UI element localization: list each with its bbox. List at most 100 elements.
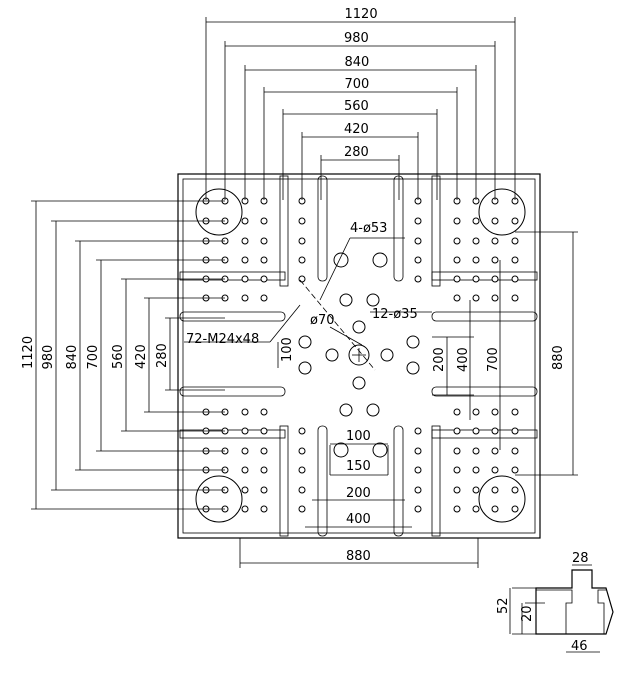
label-center-hole: ø70 bbox=[310, 313, 335, 328]
threaded-hole bbox=[241, 408, 249, 416]
dim-left-label: 700 bbox=[86, 345, 101, 370]
threaded-hole bbox=[298, 486, 306, 494]
threaded-hole bbox=[260, 505, 268, 513]
threaded-hole bbox=[414, 505, 422, 513]
threaded-hole bbox=[491, 447, 499, 455]
threaded-hole bbox=[453, 275, 461, 283]
threaded-hole bbox=[472, 256, 480, 264]
threaded-hole bbox=[260, 427, 268, 435]
section-top-width: 28 bbox=[572, 551, 589, 566]
threaded-hole bbox=[298, 505, 306, 513]
dim-left-label: 420 bbox=[134, 344, 149, 369]
threaded-hole bbox=[241, 505, 249, 513]
threaded-hole bbox=[511, 427, 519, 435]
threaded-hole bbox=[491, 427, 499, 435]
label-tie-bar-holes: 4-ø53 bbox=[350, 221, 387, 236]
label-ejector-holes: 12-ø35 bbox=[372, 307, 418, 322]
threaded-hole bbox=[260, 237, 268, 245]
threaded-hole bbox=[298, 447, 306, 455]
threaded-hole bbox=[472, 217, 480, 225]
threaded-hole bbox=[453, 505, 461, 513]
dim-bottom-880: 880 bbox=[346, 549, 371, 564]
threaded-hole bbox=[298, 256, 306, 264]
threaded-hole bbox=[491, 256, 499, 264]
threaded-hole bbox=[241, 237, 249, 245]
threaded-hole bbox=[472, 466, 480, 474]
threaded-hole bbox=[453, 408, 461, 416]
threaded-hole bbox=[472, 486, 480, 494]
threaded-hole bbox=[241, 486, 249, 494]
t-slots bbox=[179, 175, 538, 537]
threaded-hole bbox=[260, 256, 268, 264]
threaded-hole bbox=[511, 447, 519, 455]
threaded-hole bbox=[511, 294, 519, 302]
threaded-hole bbox=[453, 466, 461, 474]
dim-top-label: 980 bbox=[344, 31, 369, 46]
dim-bottom-100: 100 bbox=[346, 429, 371, 444]
section-total-depth: 52 bbox=[496, 597, 511, 614]
threaded-hole bbox=[491, 217, 499, 225]
center-hole bbox=[299, 279, 376, 371]
threaded-hole bbox=[511, 408, 519, 416]
threaded-hole bbox=[453, 237, 461, 245]
dim-left-label: 280 bbox=[155, 343, 170, 368]
threaded-hole bbox=[298, 466, 306, 474]
threaded-hole bbox=[453, 217, 461, 225]
dim-right-400: 400 bbox=[456, 347, 471, 372]
threaded-hole bbox=[241, 447, 249, 455]
threaded-hole bbox=[511, 237, 519, 245]
threaded-hole bbox=[453, 256, 461, 264]
tie-bar-hole bbox=[478, 188, 526, 236]
threaded-hole bbox=[241, 217, 249, 225]
dim-top-label: 1120 bbox=[345, 7, 378, 22]
dim-top-label: 840 bbox=[345, 55, 370, 70]
threaded-hole bbox=[260, 294, 268, 302]
threaded-hole bbox=[511, 466, 519, 474]
dim-top-label: 560 bbox=[344, 99, 369, 114]
tie-bar-hole bbox=[195, 475, 243, 523]
threaded-hole bbox=[472, 408, 480, 416]
threaded-hole bbox=[472, 294, 480, 302]
dimension-labels: 4-ø53 12-ø35 ø70 72-M24x48 880 200 400 7… bbox=[186, 221, 566, 564]
platen-outline bbox=[177, 173, 541, 539]
label-threaded-holes: 72-M24x48 bbox=[186, 332, 259, 347]
threaded-hole bbox=[414, 486, 422, 494]
dim-right-700: 700 bbox=[486, 347, 501, 372]
dim-left-100: 100 bbox=[280, 337, 295, 362]
threaded-hole bbox=[241, 294, 249, 302]
threaded-hole bbox=[241, 427, 249, 435]
threaded-hole bbox=[453, 427, 461, 435]
dim-bottom-400: 400 bbox=[346, 512, 371, 527]
threaded-hole bbox=[491, 408, 499, 416]
dim-bottom-150: 150 bbox=[346, 459, 371, 474]
threaded-hole bbox=[472, 237, 480, 245]
tie-bar-hole bbox=[195, 188, 243, 236]
threaded-hole bbox=[260, 408, 268, 416]
threaded-hole bbox=[491, 486, 499, 494]
threaded-hole bbox=[453, 486, 461, 494]
threaded-hole bbox=[491, 275, 499, 283]
leader-lines bbox=[184, 237, 432, 346]
threaded-hole bbox=[260, 217, 268, 225]
dim-top-label: 280 bbox=[344, 145, 369, 160]
section-slot-depth: 20 bbox=[520, 605, 535, 622]
dim-right-200: 200 bbox=[432, 347, 447, 372]
threaded-hole bbox=[260, 486, 268, 494]
threaded-hole bbox=[260, 466, 268, 474]
threaded-hole bbox=[414, 466, 422, 474]
threaded-hole bbox=[414, 447, 422, 455]
threaded-hole bbox=[414, 237, 422, 245]
threaded-hole bbox=[472, 505, 480, 513]
threaded-hole bbox=[472, 447, 480, 455]
threaded-hole bbox=[414, 217, 422, 225]
threaded-hole bbox=[491, 466, 499, 474]
threaded-hole bbox=[511, 486, 519, 494]
right-dimensions bbox=[432, 231, 578, 476]
threaded-hole bbox=[453, 294, 461, 302]
threaded-hole bbox=[260, 275, 268, 283]
dim-bottom-200: 200 bbox=[346, 486, 371, 501]
threaded-hole bbox=[472, 275, 480, 283]
